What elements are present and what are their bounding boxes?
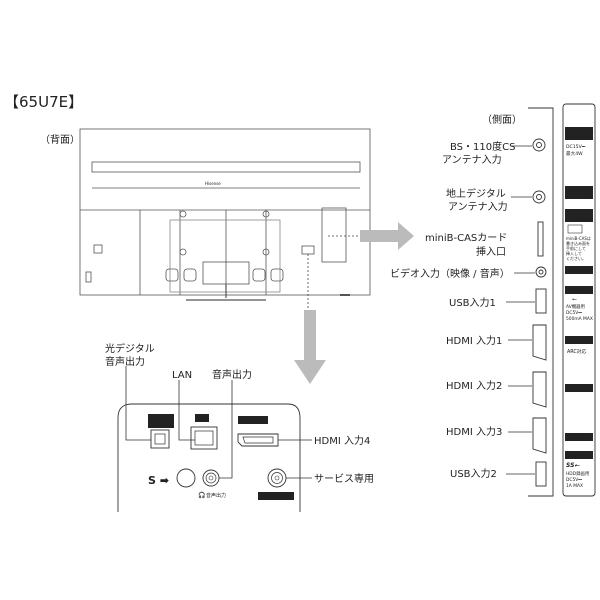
hdmi4-label: HDMI 入力4 (314, 434, 370, 447)
panel-terr-label: 地上デジタル (566, 187, 591, 194)
svg-text:光デジタル: 光デジタル (150, 415, 171, 422)
svg-text:1A MAX: 1A MAX (566, 483, 583, 489)
side-label: （側面） (482, 113, 522, 126)
svg-text:カード挿入口: カード挿入口 (566, 216, 591, 223)
bottom-callouts (125, 366, 312, 479)
svg-text:HDD録画用: HDD録画用 (566, 470, 589, 477)
arrow-down-icon (294, 310, 326, 384)
bottom-panel: 光デジタル 音声出力 LAN HDMI入力4 S ➡ 🎧 音声出力 サービス専用 (117, 403, 301, 512)
panel-bcas-label: miniB-CAS (566, 211, 588, 216)
usb1-label: USB入力1 (449, 296, 496, 309)
ss-usb-icon: SS⭠ (566, 462, 580, 469)
svg-text:アンテナ入力: アンテナ入力 (442, 153, 502, 166)
svg-text:ARC対応: ARC対応 (567, 348, 587, 355)
hdmi3-label: HDMI 入力3 (446, 425, 502, 438)
jack-port (176, 468, 196, 488)
panel-hdmi1-label: HDMI入力1 (566, 337, 590, 344)
side-panel (528, 107, 554, 497)
usb2-label: USB入力2 (450, 467, 497, 480)
svg-text:LAN: LAN (197, 416, 206, 422)
svg-text:DC5V⎓: DC5V⎓ (566, 310, 582, 316)
panel-video-label: ビデオ入力 (566, 267, 588, 274)
svg-text:書き込み面を: 書き込み面を (566, 240, 590, 246)
panel-usb1-label: USB入力1 (566, 287, 587, 294)
svg-text:DC5V⎓: DC5V⎓ (566, 477, 582, 483)
svg-text:挿入して: 挿入して (566, 250, 582, 256)
service-port (267, 468, 287, 488)
svg-text:HDMI入力4: HDMI入力4 (240, 417, 264, 424)
svg-text:500mA MAX: 500mA MAX (566, 316, 593, 322)
usb-icon: ⭠ (572, 296, 577, 303)
top-vent (91, 161, 361, 173)
terrestrial-label: 地上デジタル (446, 187, 506, 200)
audio-out-port (202, 469, 220, 487)
svg-text:音声出力: 音声出力 (150, 421, 167, 428)
svg-text:音声出力: 音声出力 (105, 355, 145, 368)
optical-label: 光デジタル (105, 342, 155, 355)
svg-text:ください。: ください。 (566, 255, 586, 261)
brand-logo: Hisense (205, 181, 221, 186)
hdmi4-port (237, 433, 279, 447)
svg-text:最大4W: 最大4W (566, 150, 583, 157)
panel-bs-label: BS・110度CS (566, 128, 594, 135)
svg-text:AV機器用: AV機器用 (566, 303, 585, 310)
panel-hdmi2-label: HDMI入力2 (566, 385, 590, 392)
model-title: 【65U7E】 (4, 93, 83, 111)
svg-text:DC15V⎓: DC15V⎓ (566, 144, 586, 150)
bottom-panel-outline (117, 403, 301, 512)
bcas-label: miniB-CASカード (425, 232, 507, 244)
hdmi1-label: HDMI 入力1 (446, 334, 502, 347)
side-callouts: BS・110度CS アンテナ入力 地上デジタル アンテナ入力 miniB-CAS… (390, 140, 535, 480)
label-strip: BS・110度CS アンテナ入力 DC15V⎓ 最大4W 地上デジタル アンテナ… (562, 103, 596, 497)
panel-usb2-label: USB入力2 (566, 452, 587, 459)
s-arrow-label: S ➡ (148, 474, 169, 487)
svg-text:挿入口: 挿入口 (476, 245, 506, 258)
audio-out-label: 音声出力 (212, 368, 252, 381)
bs-cs-label: BS・110度CS (450, 140, 515, 153)
headphone-icon: 🎧 (198, 491, 205, 499)
svg-text:アンテナ入力: アンテナ入力 (566, 193, 591, 200)
panel-hdmi3-label: HDMI入力3 (566, 434, 590, 441)
svg-text:アンテナ入力: アンテナ入力 (448, 200, 508, 213)
tv-outline (79, 128, 371, 296)
lan-port (190, 426, 218, 450)
svg-text:サービス専用: サービス専用 (260, 493, 288, 500)
lan-label: LAN (172, 370, 192, 381)
video-in-label: ビデオ入力（映像 / 音声） (390, 267, 510, 280)
card-icon (567, 224, 583, 234)
optical-port (150, 429, 170, 449)
hdmi2-label: HDMI 入力2 (446, 379, 502, 392)
svg-text:手前にして: 手前にして (566, 245, 586, 251)
arrow-right-icon (360, 222, 414, 250)
side-panel-outline (528, 107, 554, 497)
svg-text:アンテナ入力: アンテナ入力 (566, 134, 591, 141)
svg-text:miniB-CASは: miniB-CASは (566, 236, 591, 241)
back-label: （背面） (40, 133, 80, 146)
tv-back-view (79, 128, 371, 301)
service-label: サービス専用 (314, 473, 374, 485)
svg-text:音声出力: 音声出力 (206, 492, 226, 499)
